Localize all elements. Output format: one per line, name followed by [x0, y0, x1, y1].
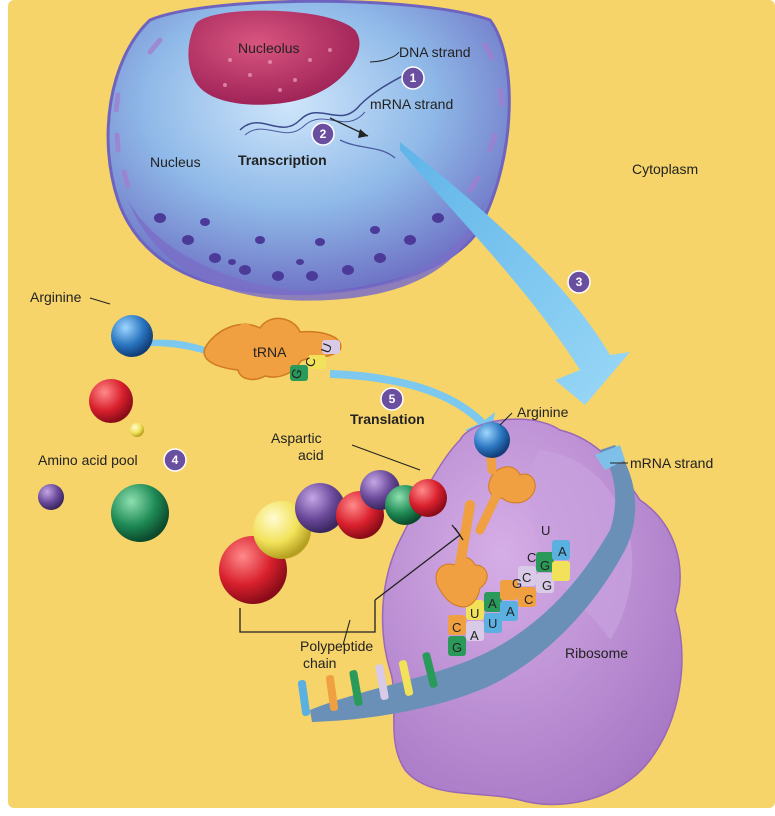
cytoplasm-label: Cytoplasm: [632, 161, 698, 177]
base-letter: C: [522, 570, 531, 585]
mrna-strand-right-label: mRNA strand: [630, 455, 713, 471]
base-letter: C: [452, 620, 461, 635]
nucleolus-label: Nucleolus: [238, 40, 299, 56]
transcription-label: Transcription: [238, 152, 327, 168]
base-letter: G: [540, 558, 550, 573]
trna-label: tRNA: [253, 344, 287, 360]
step-badge-4-text: 4: [172, 453, 179, 467]
arginine-ribosome-label: Arginine: [517, 404, 569, 420]
step-badge-1-text: 1: [410, 71, 417, 85]
arginine-label: Arginine: [30, 289, 82, 305]
step-badge-3-text: 3: [576, 275, 583, 289]
base-letter: U: [541, 523, 550, 538]
nucleus-label: Nucleus: [150, 154, 201, 170]
base-letter: U: [488, 616, 497, 631]
amino-acid-pool-label: Amino acid pool: [38, 452, 138, 468]
base-letter: A: [488, 596, 497, 611]
ribosome-label: Ribosome: [565, 645, 628, 661]
base-letter: U: [470, 606, 479, 621]
base-letter: A: [506, 604, 515, 619]
polypeptide-label-line1: Polypeptide: [300, 638, 373, 654]
aspartic-acid-label-line2: acid: [298, 447, 324, 463]
free-arginine: [111, 315, 153, 357]
base-letter: A: [558, 544, 567, 559]
mrna-strand-label: mRNA strand: [370, 96, 453, 112]
base-letter: G: [542, 578, 552, 593]
base-letter: A: [470, 628, 479, 643]
step-badge-5-text: 5: [389, 392, 396, 406]
base-letter: C: [527, 550, 536, 565]
base-letter: G: [452, 640, 462, 655]
polypeptide-label-line2: chain: [303, 655, 336, 671]
base-letter: C: [524, 592, 533, 607]
step-badge-2-text: 2: [320, 127, 327, 141]
aspartic-acid-label-line1: Aspartic: [271, 430, 322, 446]
dna-strand-label: DNA strand: [399, 44, 471, 60]
base-letter: G: [512, 576, 522, 591]
translation-label: Translation: [350, 411, 425, 427]
